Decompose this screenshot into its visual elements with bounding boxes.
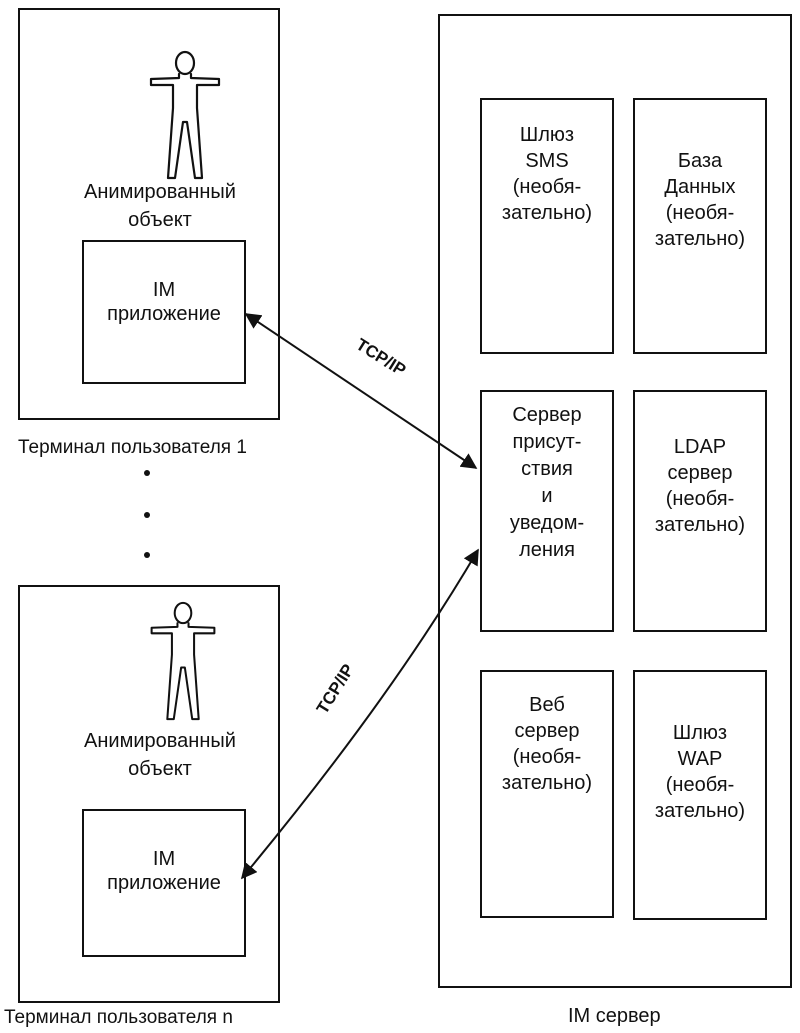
tcp-ip-label-upper: TCP/IP: [353, 335, 410, 380]
tcp-ip-label-lower: TCP/IP: [313, 661, 358, 718]
tcp-ip-link-lower: [242, 550, 478, 878]
